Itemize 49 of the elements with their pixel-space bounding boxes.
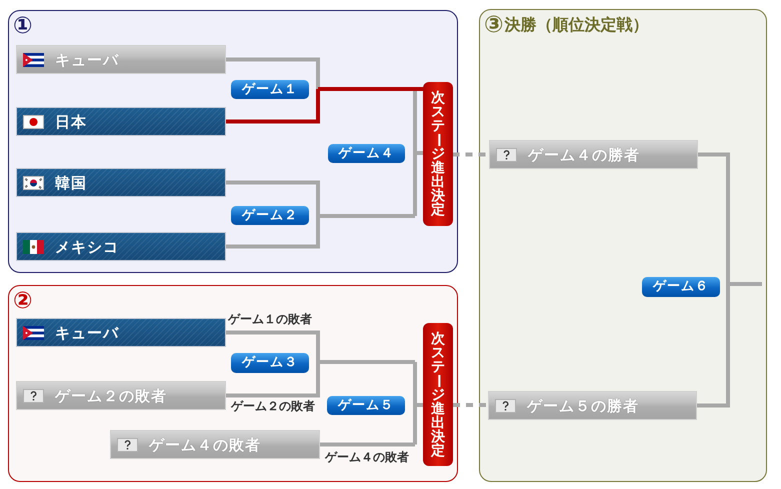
- team-name: ゲーム２の敗者: [55, 386, 167, 404]
- team-name: ゲーム４の敗者: [149, 436, 261, 454]
- status-banner: 次ステージ進出決定: [423, 323, 453, 466]
- game-badge: ゲーム６: [642, 277, 720, 297]
- team-box: [16, 107, 226, 136]
- status-banner: 次ステージ進出決定: [423, 82, 453, 226]
- dashed-line: [453, 403, 488, 407]
- bracket-line: [226, 216, 320, 248]
- game-badge: ゲーム３: [231, 353, 309, 373]
- bracket-panel: [479, 9, 767, 482]
- team-name: 韓国: [55, 174, 87, 192]
- bracket-line: [318, 360, 415, 364]
- team-name: キューバ: [55, 324, 119, 342]
- team-name: キューバ: [55, 50, 119, 68]
- bracket-line: [698, 152, 730, 284]
- game-badge: ゲーム１: [231, 80, 309, 99]
- circled-number: ③: [484, 11, 504, 39]
- team-box: [16, 168, 226, 197]
- bracket-panel: [8, 285, 458, 482]
- team-box: [16, 381, 226, 410]
- team-box: [488, 391, 697, 420]
- team-box: [110, 430, 320, 459]
- game-badge: ゲーム５: [327, 396, 405, 415]
- team-box: [16, 232, 226, 261]
- bracket-line: [226, 180, 320, 216]
- game-badge: ゲーム２: [231, 206, 309, 225]
- bracket-line: [226, 89, 320, 124]
- edge-label: ゲーム４の敗者: [324, 450, 410, 464]
- bracket-line: [697, 284, 730, 408]
- team-name: 日本: [55, 112, 87, 130]
- bracket-line: [226, 362, 320, 398]
- bracket-line: [728, 282, 762, 286]
- edge-label: ゲーム１の敗者: [227, 312, 313, 326]
- circled-number: ②: [13, 287, 32, 315]
- panel-title: 決勝（順位決定戦）: [504, 14, 648, 36]
- edge-label: ゲーム２の敗者: [230, 399, 316, 413]
- team-name: ゲーム４の勝者: [528, 146, 640, 164]
- team-name: ゲーム５の勝者: [527, 396, 639, 414]
- game-badge: ゲーム４: [328, 144, 405, 163]
- bracket-line: [318, 214, 415, 218]
- bracket-line: [320, 442, 415, 446]
- circled-number: ①: [13, 12, 32, 40]
- bracket-line: [413, 360, 425, 446]
- team-box: [489, 140, 698, 169]
- team-box: [16, 318, 226, 347]
- bracket-panel: [8, 10, 458, 273]
- bracket-line: [226, 330, 320, 362]
- team-name: メキシコ: [55, 238, 119, 256]
- team-box: [16, 45, 226, 74]
